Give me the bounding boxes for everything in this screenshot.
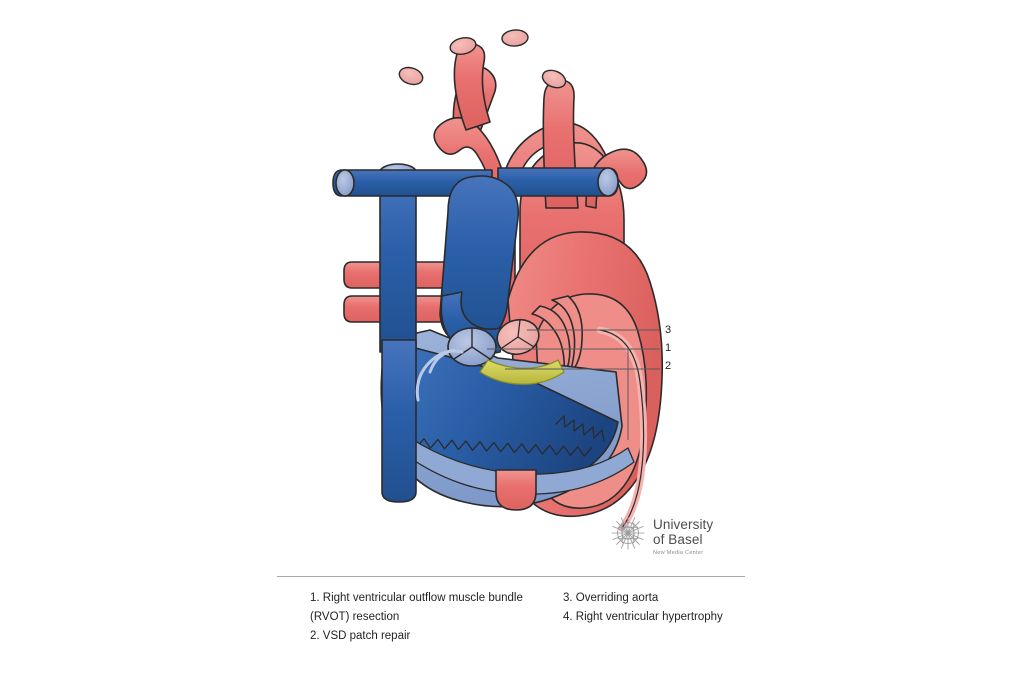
inferior-vena-cava [381,339,417,503]
caption-line: 4. Right ventricular hypertrophy [563,611,723,623]
caption-line: 3. Overriding aorta [563,592,659,604]
trabeculated-rv-border [409,415,605,457]
vessel-lumen-ends [398,29,567,89]
vsd-patch [479,359,565,385]
university-of-basel-logo: University of Basel New Media Center [609,512,749,568]
cardiac-apex [495,469,537,511]
leader-number-2: 2 [665,360,672,372]
logo-wordmark: University of Basel [653,517,714,547]
caption-area: 1. Right ventricular outflow muscle bund… [310,589,750,659]
leader-number-1: 1 [665,342,672,354]
rv-inner-contour [415,348,464,402]
right-pulmonary-artery [497,167,619,197]
caption-column-right: 3. Overriding aorta 4. Right ventricular… [563,589,753,627]
aortic-valve [496,318,540,356]
leader-number-3: 3 [665,324,672,336]
caption-column-left: 1. Right ventricular outflow muscle bund… [310,589,550,646]
logo-tagline: New Media Center [653,550,704,556]
sunburst-icon [611,516,645,550]
caption-line: 2. VSD patch repair [310,630,411,642]
caption-line: 1. Right ventricular outflow muscle bund… [310,592,523,604]
leader-lines [487,329,660,440]
caption-divider [277,576,745,577]
left-pulmonary-veins [343,261,471,323]
caption-line: (RVOT) resection [310,611,400,623]
